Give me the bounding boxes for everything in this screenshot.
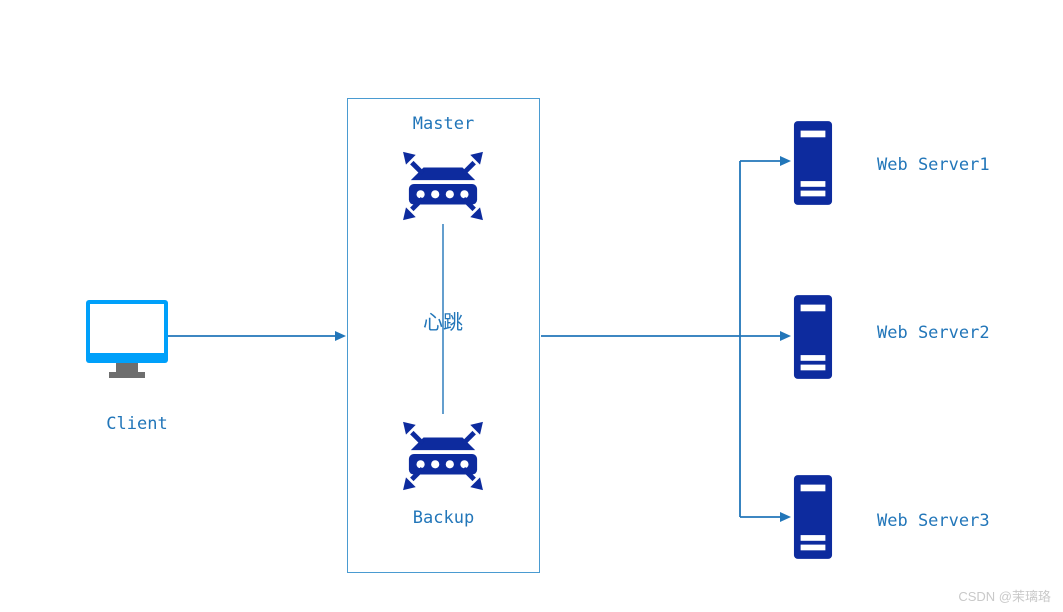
web-server2-icon <box>793 295 833 379</box>
backup-label: Backup <box>412 508 475 528</box>
web-server3-label: Web Server3 <box>877 511 990 531</box>
ha-group-box <box>347 98 540 573</box>
csdn-watermark: CSDN @茉璃珞 <box>958 589 1051 604</box>
client-label: Client <box>106 414 168 434</box>
master-label: Master <box>412 114 475 134</box>
web-server1-icon <box>793 121 833 205</box>
client-monitor-icon <box>86 300 168 363</box>
monitor-stand-base <box>109 372 145 378</box>
web-server1-label: Web Server1 <box>877 155 990 175</box>
monitor-stand-neck <box>116 363 138 372</box>
web-server3-icon <box>793 475 833 559</box>
heartbeat-label: 心跳 <box>423 310 463 334</box>
load-balancer-backup-icon <box>403 421 483 491</box>
monitor-screen <box>90 304 164 353</box>
load-balancer-master-icon <box>403 151 483 221</box>
web-server2-label: Web Server2 <box>877 323 990 343</box>
